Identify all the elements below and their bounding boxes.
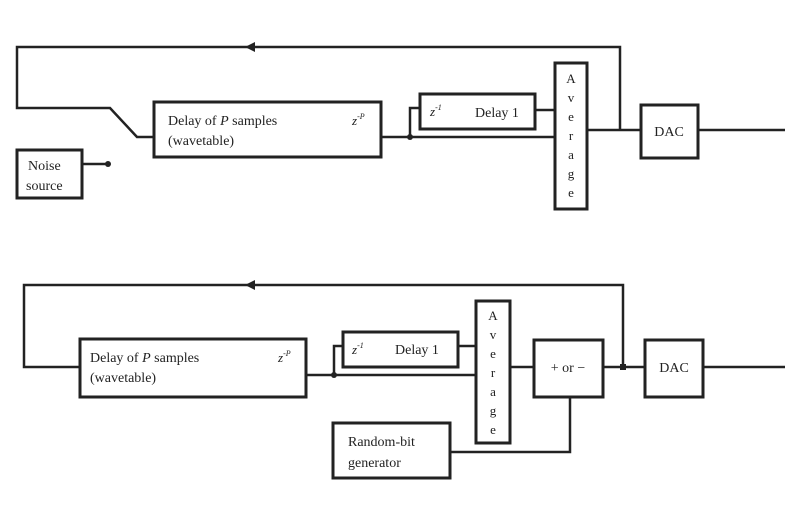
avg-letter: a [568,147,574,162]
top-delay1-z: z-1 [429,103,442,119]
avg-letter: r [569,128,574,143]
avg-letter: e [490,422,496,437]
avg-letter: r [491,365,496,380]
noise-source-box [15,148,84,200]
top-average-label: A v e r a g e [566,71,576,200]
top-delay1-box [418,92,537,131]
bottom-branch-wire [332,344,343,375]
bottom-delay-title: Delay of P samples [90,351,199,366]
bottom-junction [620,364,626,370]
avg-letter: g [490,403,497,418]
avg-letter: a [490,384,496,399]
top-diagram: Delay of P samples (wavetable) z-P Noise… [15,42,785,211]
bottom-delay-box [78,337,308,399]
avg-letter: A [488,308,498,323]
bottom-feedback-arrow-icon [245,280,255,290]
noise-source-label-2: source [26,179,63,194]
avg-letter: A [566,71,576,86]
top-dac-label: DAC [654,125,684,140]
avg-letter: e [568,185,574,200]
plus-or-minus-box [532,338,605,399]
avg-letter: v [568,90,575,105]
top-delay1-label: Delay 1 [475,106,519,121]
top-delay-z: z-P [351,112,365,128]
plus-or-minus-label: + or − [551,361,586,376]
random-bit-wire [450,397,572,454]
bottom-diagram: Delay of P samples (wavetable) z-P z-1 D… [22,280,785,480]
avg-letter: e [568,109,574,124]
bottom-delay1-label: Delay 1 [395,343,439,358]
top-feedback-wire [15,45,622,139]
bottom-delay1-z: z-1 [351,341,364,357]
avg-letter: e [490,346,496,361]
bottom-dac-box [643,338,705,399]
bottom-delay1-box [341,330,460,369]
bottom-dac-label: DAC [659,361,689,376]
bottom-average-box [474,299,512,445]
avg-letter: v [490,327,497,342]
bottom-feedback-wire [22,283,625,369]
avg-letter: g [568,166,575,181]
bottom-delay-subtitle: (wavetable) [90,371,156,386]
top-delay-title: Delay of P samples [168,114,277,129]
bottom-average-label: A v e r a g e [488,308,498,437]
top-average-box [553,61,589,211]
bottom-delay-z: z-P [277,349,291,365]
random-bit-label-2: generator [348,456,401,471]
top-delay-subtitle: (wavetable) [168,134,234,149]
random-bit-generator-box [331,421,452,480]
top-branch-wire [408,106,420,137]
noise-source-label-1: Noise [28,159,61,174]
top-feedback-arrow-icon [245,42,255,52]
noise-switch-contact [105,161,111,167]
random-bit-label-1: Random-bit [348,435,415,450]
top-delay-box [152,100,383,159]
top-dac-box [639,103,700,160]
